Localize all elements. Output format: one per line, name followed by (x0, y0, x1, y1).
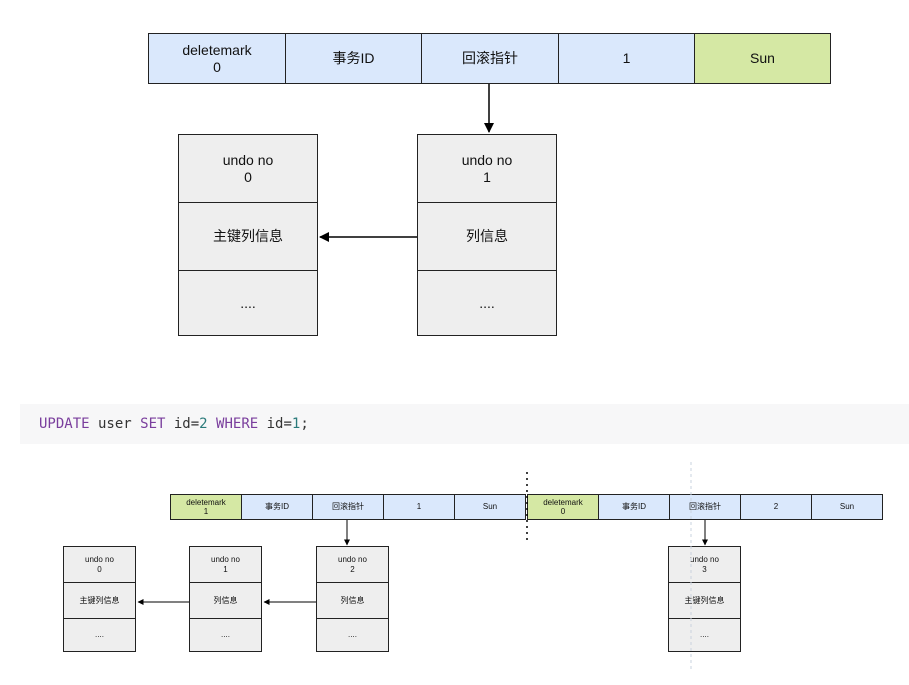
undo-number: 1 (483, 168, 491, 185)
undo-header: undo no 1 (417, 134, 557, 203)
bottom-undo-log-3: undo no 3 主键列信息 .... (668, 546, 741, 652)
bottom-record-new: deletemark 0 事务ID 回滚指针 2 Sun (527, 494, 883, 520)
top-cell-deletemark-value: 0 (213, 58, 221, 75)
undo-info: 列信息 (417, 202, 557, 271)
top-undo-log-1: undo no 1 列信息 .... (417, 134, 557, 336)
undo-info: 主键列信息 (668, 582, 741, 619)
sql-condition: id= (258, 416, 292, 432)
new-cell-id-label: 2 (773, 502, 779, 512)
old-cell-deletemark-value: 1 (203, 507, 209, 516)
sql-keyword-where: WHERE (216, 416, 259, 432)
undo-title: undo no (461, 151, 513, 168)
sql-number-old: 1 (291, 416, 301, 432)
undo-info: 主键列信息 (63, 582, 136, 619)
undo-number: 0 (97, 564, 102, 574)
new-cell-roll-pointer-label: 回滚指针 (689, 502, 721, 512)
old-cell-roll-pointer-label: 回滚指针 (332, 502, 364, 512)
undo-title: undo no (222, 151, 274, 168)
undo-header: undo no 2 (316, 546, 389, 583)
undo-header: undo no 0 (178, 134, 318, 203)
undo-more: .... (417, 270, 557, 336)
top-cell-deletemark: deletemark 0 (148, 33, 286, 84)
new-cell-name-label: Sun (839, 502, 855, 512)
undo-number: 1 (223, 564, 228, 574)
top-cell-deletemark-label: deletemark (182, 42, 252, 59)
undo-more: .... (178, 270, 318, 336)
top-cell-name-label: Sun (750, 50, 775, 67)
undo-title: undo no (338, 554, 367, 564)
top-cell-id-label: 1 (622, 50, 631, 67)
undo-header: undo no 3 (668, 546, 741, 583)
top-record-row: deletemark 0 事务ID 回滚指针 1 Sun (148, 33, 831, 84)
bottom-undo-log-1: undo no 1 列信息 .... (189, 546, 262, 652)
undo-info: 列信息 (189, 582, 262, 619)
sql-number-new: 2 (199, 416, 208, 432)
top-undo-log-0: undo no 0 主键列信息 .... (178, 134, 318, 336)
undo-title: undo no (85, 554, 114, 564)
undo-number: 3 (702, 564, 707, 574)
undo-number: 0 (244, 168, 252, 185)
old-cell-deletemark-label: deletemark (186, 497, 226, 507)
old-cell-trx-id-label: 事务ID (265, 502, 289, 512)
old-cell-trx-id: 事务ID (241, 494, 313, 520)
undo-more: .... (189, 618, 262, 652)
old-cell-name: Sun (454, 494, 526, 520)
undo-title: undo no (690, 554, 719, 564)
new-cell-deletemark-value: 0 (560, 507, 566, 516)
undo-header: undo no 0 (63, 546, 136, 583)
top-cell-roll-pointer-label: 回滚指针 (462, 50, 518, 67)
new-cell-id: 2 (740, 494, 812, 520)
top-cell-name: Sun (694, 33, 831, 84)
top-cell-trx-id-label: 事务ID (332, 50, 375, 67)
new-cell-trx-id-label: 事务ID (622, 502, 646, 512)
undo-more: .... (316, 618, 389, 652)
sql-semicolon: ; (300, 416, 309, 432)
new-cell-deletemark: deletemark 0 (527, 494, 599, 520)
sql-keyword-update: UPDATE (39, 416, 90, 432)
old-cell-roll-pointer: 回滚指针 (312, 494, 384, 520)
new-cell-name: Sun (811, 494, 883, 520)
undo-more: .... (63, 618, 136, 652)
bottom-record-old: deletemark 1 事务ID 回滚指针 1 Sun (170, 494, 526, 520)
old-cell-deletemark: deletemark 1 (170, 494, 242, 520)
sql-keyword-set: SET (140, 416, 166, 432)
undo-info: 主键列信息 (178, 202, 318, 271)
undo-title: undo no (211, 554, 240, 564)
old-cell-id-label: 1 (416, 502, 422, 512)
top-cell-roll-pointer: 回滚指针 (421, 33, 559, 84)
bottom-undo-log-0: undo no 0 主键列信息 .... (63, 546, 136, 652)
sql-code-block: UPDATE user SET id=2 WHERE id=1; (20, 404, 909, 444)
sql-table: user (89, 416, 141, 432)
top-cell-trx-id: 事务ID (285, 33, 422, 84)
bottom-undo-log-2: undo no 2 列信息 .... (316, 546, 389, 652)
old-cell-name-label: Sun (482, 502, 498, 512)
undo-more: .... (668, 618, 741, 652)
old-cell-id: 1 (383, 494, 455, 520)
new-cell-roll-pointer: 回滚指针 (669, 494, 741, 520)
new-cell-deletemark-label: deletemark (543, 497, 583, 507)
sql-assign: id= (165, 416, 200, 432)
undo-number: 2 (350, 564, 355, 574)
